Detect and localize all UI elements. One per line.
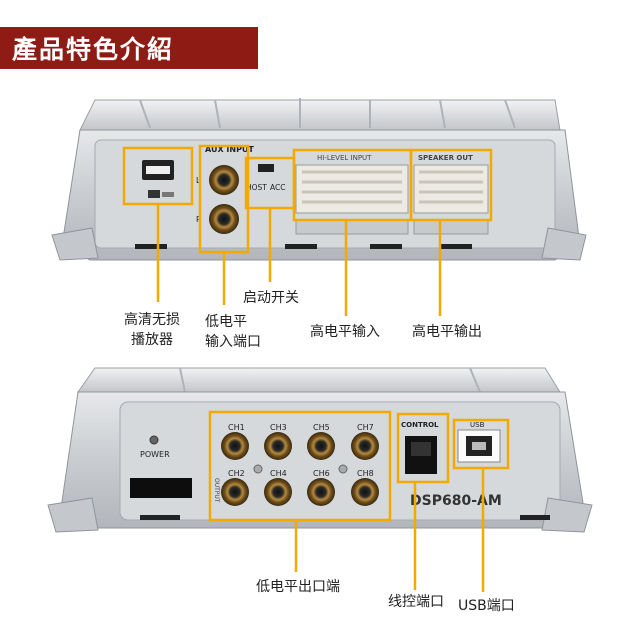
aux-l-text: L xyxy=(196,176,201,185)
speaker-out-text: SPEAKER OUT xyxy=(418,154,473,162)
power-led xyxy=(149,435,159,445)
acc-text: ACC xyxy=(270,183,285,192)
usb-player-label-line2: 播放器 xyxy=(131,332,173,348)
low-level-input-label-line1: 低电平 xyxy=(205,314,247,330)
hi-level-output-label: 高电平输出 xyxy=(412,322,482,342)
usb-b-port xyxy=(457,429,501,463)
low-level-output-label-text: 低电平出口端 xyxy=(256,579,340,595)
usb-port-label: USB端口 xyxy=(458,596,515,616)
usb-player-label: 高清无损 播放器 xyxy=(124,310,180,350)
hi-level-input-label-text: 高电平输入 xyxy=(310,324,380,340)
ch7-text: CH7 xyxy=(357,423,374,432)
control-text: CONTROL xyxy=(401,421,439,429)
title-banner: 產品特色介紹 xyxy=(0,27,258,69)
usb-b-callout-box xyxy=(452,418,510,470)
start-switch-toggle xyxy=(258,164,274,172)
hi-level-input-text: HI-LEVEL INPUT xyxy=(317,154,372,162)
control-port xyxy=(405,436,437,474)
ch5-text: CH5 xyxy=(313,423,330,432)
aux-r-jack xyxy=(209,204,239,234)
output-text: OUTPUT xyxy=(213,478,220,503)
ch8-text: CH8 xyxy=(357,469,374,478)
power-text: POWER xyxy=(140,450,170,459)
banner-title: 產品特色介紹 xyxy=(12,35,175,64)
usb-a-port xyxy=(142,160,174,198)
wire-control-label-text: 线控端口 xyxy=(388,594,444,610)
rca-output-grid: CH1 CH3 CH5 CH7 CH2 CH4 CH6 CH8 xyxy=(221,423,379,506)
ch3-text: CH3 xyxy=(270,423,287,432)
host-text: HOST xyxy=(246,183,267,192)
bottom-amplifier: POWER OUTPUT CH1 CH3 CH5 CH7 CH2 CH4 CH6… xyxy=(47,367,593,592)
ch2-text: CH2 xyxy=(228,469,245,478)
speaker-out-connector xyxy=(413,164,489,235)
low-level-input-label-line2: 输入端口 xyxy=(205,334,261,350)
hi-level-input-label: 高电平输入 xyxy=(310,322,380,342)
output-callout-box xyxy=(208,410,392,522)
low-level-input-label: 低电平 输入端口 xyxy=(205,312,261,352)
top-amplifier: AUX INPUT L R HOST ACC HI-LEVEL INPUT SP… xyxy=(51,98,587,316)
model-text: DSP680-AM xyxy=(410,493,502,509)
aux-l-jack xyxy=(209,165,239,195)
ch4-text: CH4 xyxy=(270,469,287,478)
hi-level-input-connector xyxy=(295,164,409,235)
hi-level-output-label-text: 高电平输出 xyxy=(412,324,482,340)
display-window xyxy=(130,478,192,498)
start-switch-label-text: 启动开关 xyxy=(243,290,299,306)
speaker-out-callout-box xyxy=(409,148,493,222)
ch1-text: CH1 xyxy=(228,423,245,432)
control-callout-box xyxy=(396,412,450,484)
usb-text: USB xyxy=(470,421,485,429)
start-switch-label: 启动开关 xyxy=(243,288,299,308)
aux-input-text: AUX INPUT xyxy=(205,145,254,154)
usb-player-label-line1: 高清无损 xyxy=(124,312,180,328)
ch6-text: CH6 xyxy=(313,469,330,478)
usb-port-label-text: USB端口 xyxy=(458,598,515,614)
wire-control-label: 线控端口 xyxy=(388,592,444,612)
low-level-output-label: 低电平出口端 xyxy=(256,577,340,597)
